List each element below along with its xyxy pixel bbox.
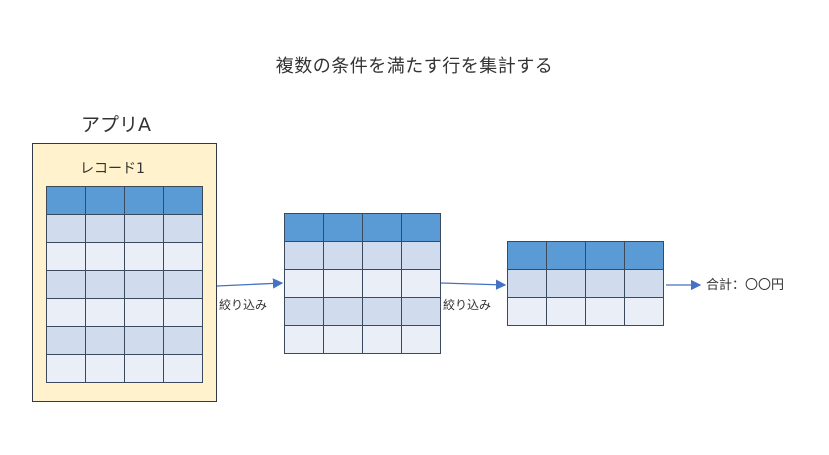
app-label: アプリA bbox=[81, 114, 151, 136]
arrow-filter-1 bbox=[216, 278, 284, 289]
diagram-title: 複数の条件を満たす行を集計する bbox=[275, 56, 554, 77]
table-row bbox=[284, 325, 441, 354]
table-row bbox=[46, 214, 203, 243]
arrow-filter-2 bbox=[440, 279, 507, 290]
filtered-table-2 bbox=[507, 241, 664, 326]
filter-label-1: 絞り込み bbox=[218, 296, 269, 313]
filtered-table-1 bbox=[284, 213, 441, 354]
record-label: レコード1 bbox=[80, 161, 145, 177]
table-row bbox=[46, 326, 203, 355]
table-header-row bbox=[46, 186, 203, 215]
table-header-row bbox=[284, 213, 441, 242]
table-row bbox=[284, 269, 441, 298]
table-row bbox=[46, 354, 203, 383]
table-row bbox=[284, 297, 441, 326]
total-label: 合計：〇〇円 bbox=[706, 278, 785, 293]
table-row bbox=[46, 242, 203, 271]
table-row bbox=[507, 297, 664, 326]
filter-label-2: 絞り込み bbox=[442, 296, 493, 313]
source-table bbox=[46, 186, 203, 383]
table-header-row bbox=[507, 241, 664, 270]
table-row bbox=[507, 269, 664, 298]
